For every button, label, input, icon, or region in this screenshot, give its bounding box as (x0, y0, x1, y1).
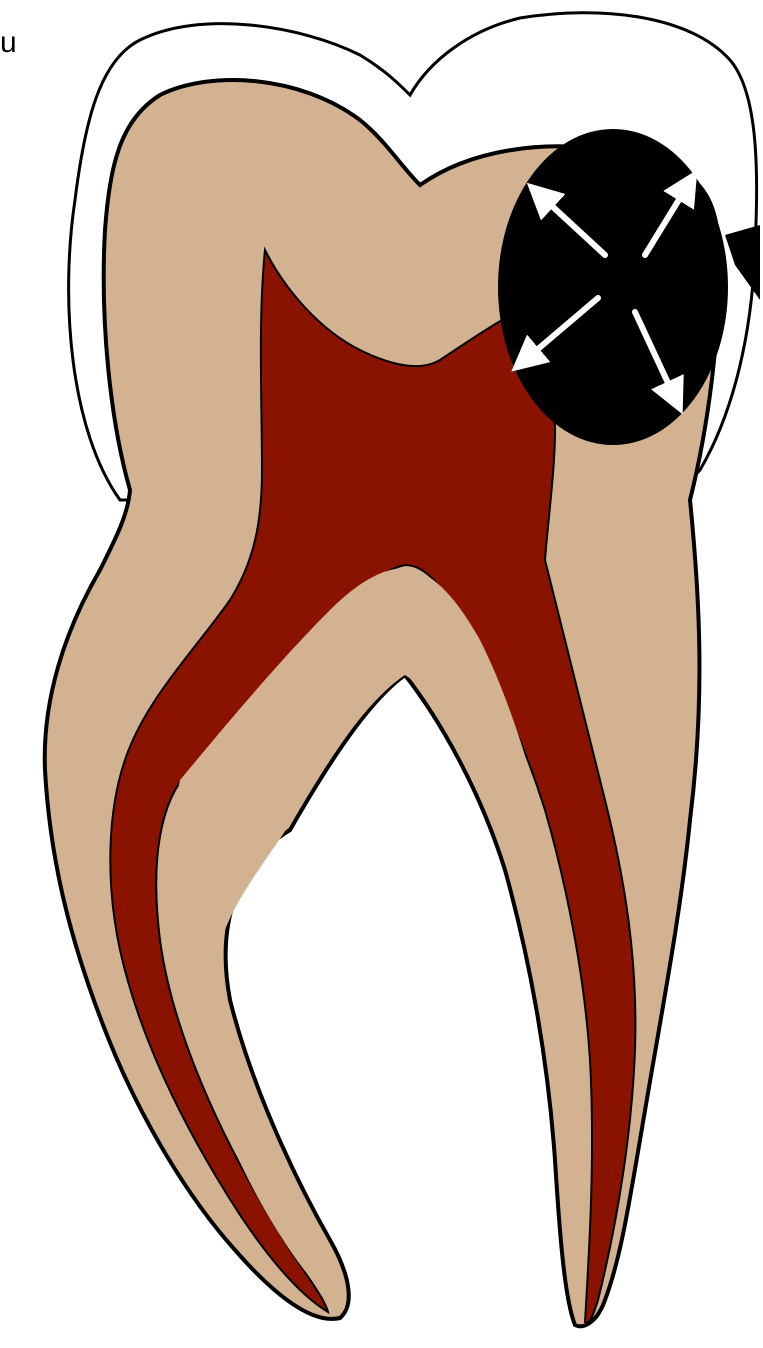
lesion (498, 129, 728, 445)
